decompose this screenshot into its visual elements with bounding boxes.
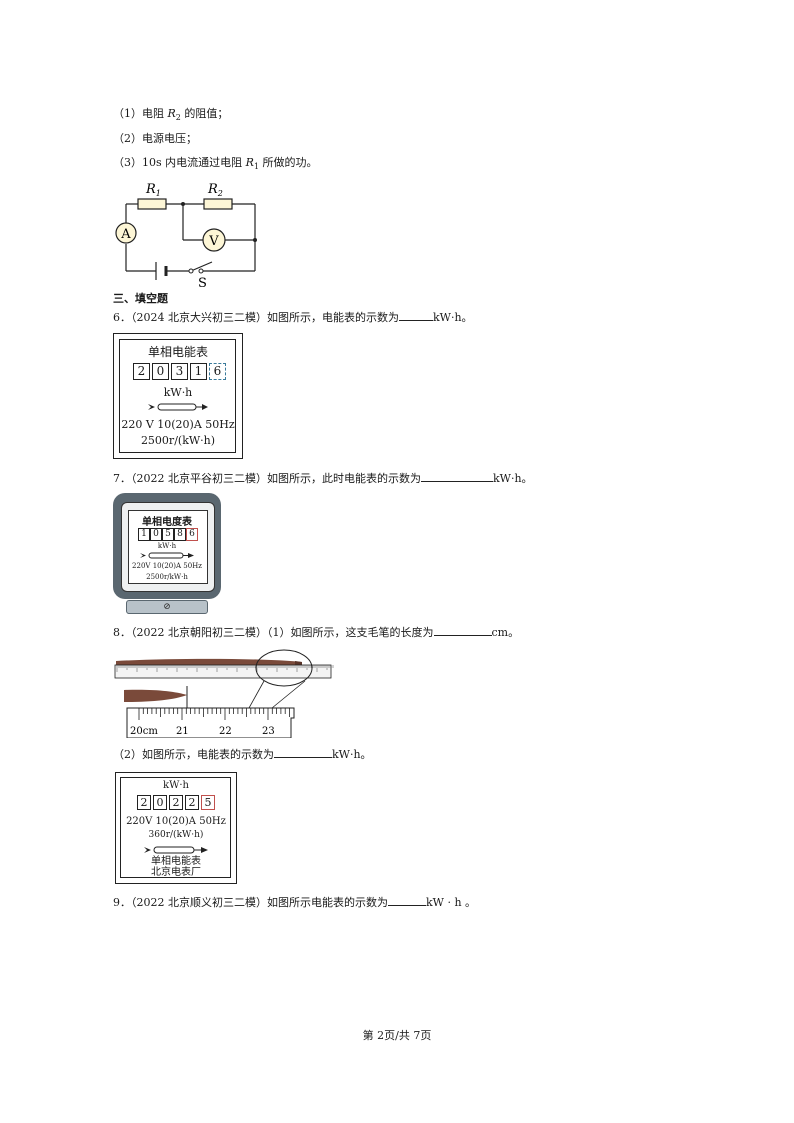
answer-blank[interactable] — [388, 894, 426, 906]
answer-blank[interactable] — [433, 624, 492, 636]
svg-text:V: V — [208, 234, 219, 249]
circuit-diagram: R1 R2 A V S — [115, 182, 257, 288]
subquestion-3: （3）10s 内电流通过电阻 R1 所做的功。 — [113, 156, 318, 172]
energy-meter-q8: kW·h 2 0 2 2 5 220V 10(20)A 50Hz 360r/(k… — [115, 772, 237, 884]
meter-spec: 220V 10(20)A 50Hz — [126, 816, 226, 827]
battery — [155, 262, 168, 280]
resistor-r2 — [203, 198, 233, 210]
resistor-r1 — [137, 198, 167, 210]
meter-constant: 2500r/(kW·h) — [140, 434, 216, 447]
meter-disc-icon — [140, 552, 194, 559]
answer-blank[interactable] — [421, 470, 493, 482]
ruler-label-23: 23 — [262, 726, 275, 737]
meter-name: 单相电能表 — [151, 856, 201, 867]
meter-unit: kW·h — [157, 542, 177, 550]
meter-disc-icon — [144, 846, 208, 854]
subquestion-2: （2）电源电压； — [113, 132, 197, 145]
meter-disc-icon — [148, 403, 208, 411]
meter-knob-icon: ⊘ — [126, 600, 208, 614]
voltmeter: V — [202, 228, 226, 252]
r1-label: R1 — [145, 182, 161, 198]
meter-title: 单相电度表 — [142, 517, 192, 528]
svg-text:A: A — [120, 227, 131, 242]
meter-maker: 北京电表厂 — [151, 867, 201, 878]
meter-constant: 360r/(kW·h) — [148, 830, 204, 840]
page-footer: 第 2页/共 7页 — [362, 1029, 432, 1042]
meter-spec: 220 V 10(20)A 50Hz — [121, 418, 235, 431]
meter-digits: 1 0 5 8 6 — [138, 528, 198, 541]
energy-meter-q6: 单相电能表 2 0 3 1 6 kW·h 220 V 10(20)A 50Hz … — [113, 333, 243, 459]
ruler-label-22: 22 — [219, 726, 232, 737]
meter-digits: 2 0 3 1 6 — [133, 363, 226, 380]
r2-label: R2 — [207, 182, 223, 198]
section-title: 三、填空题 — [113, 292, 168, 305]
meter-title: 单相电能表 — [147, 345, 208, 359]
ruler-label-21: 21 — [176, 726, 189, 737]
answer-blank[interactable] — [274, 746, 332, 758]
meter-spec: 220V 10(20)A 50Hz — [132, 562, 202, 570]
ruler-label-20: 20cm — [130, 726, 158, 737]
ammeter: A — [115, 222, 137, 244]
meter-digits: 2 0 2 2 5 — [137, 795, 215, 810]
meter-constant: 2500r/kW·h — [146, 573, 188, 581]
answer-blank[interactable] — [399, 309, 433, 321]
switch-label: S — [198, 276, 207, 288]
meter-unit: kW·h — [163, 386, 193, 399]
subquestion-1: （1）电阻 R2 的阻值； — [113, 107, 229, 123]
energy-meter-q7: 单相电度表 1 0 5 8 6 kW·h 220V 10(20)A 50Hz 2… — [113, 493, 221, 599]
meter-unit: kW·h — [163, 780, 189, 791]
ruler-figure: 20cm 21 22 23 — [114, 649, 334, 738]
